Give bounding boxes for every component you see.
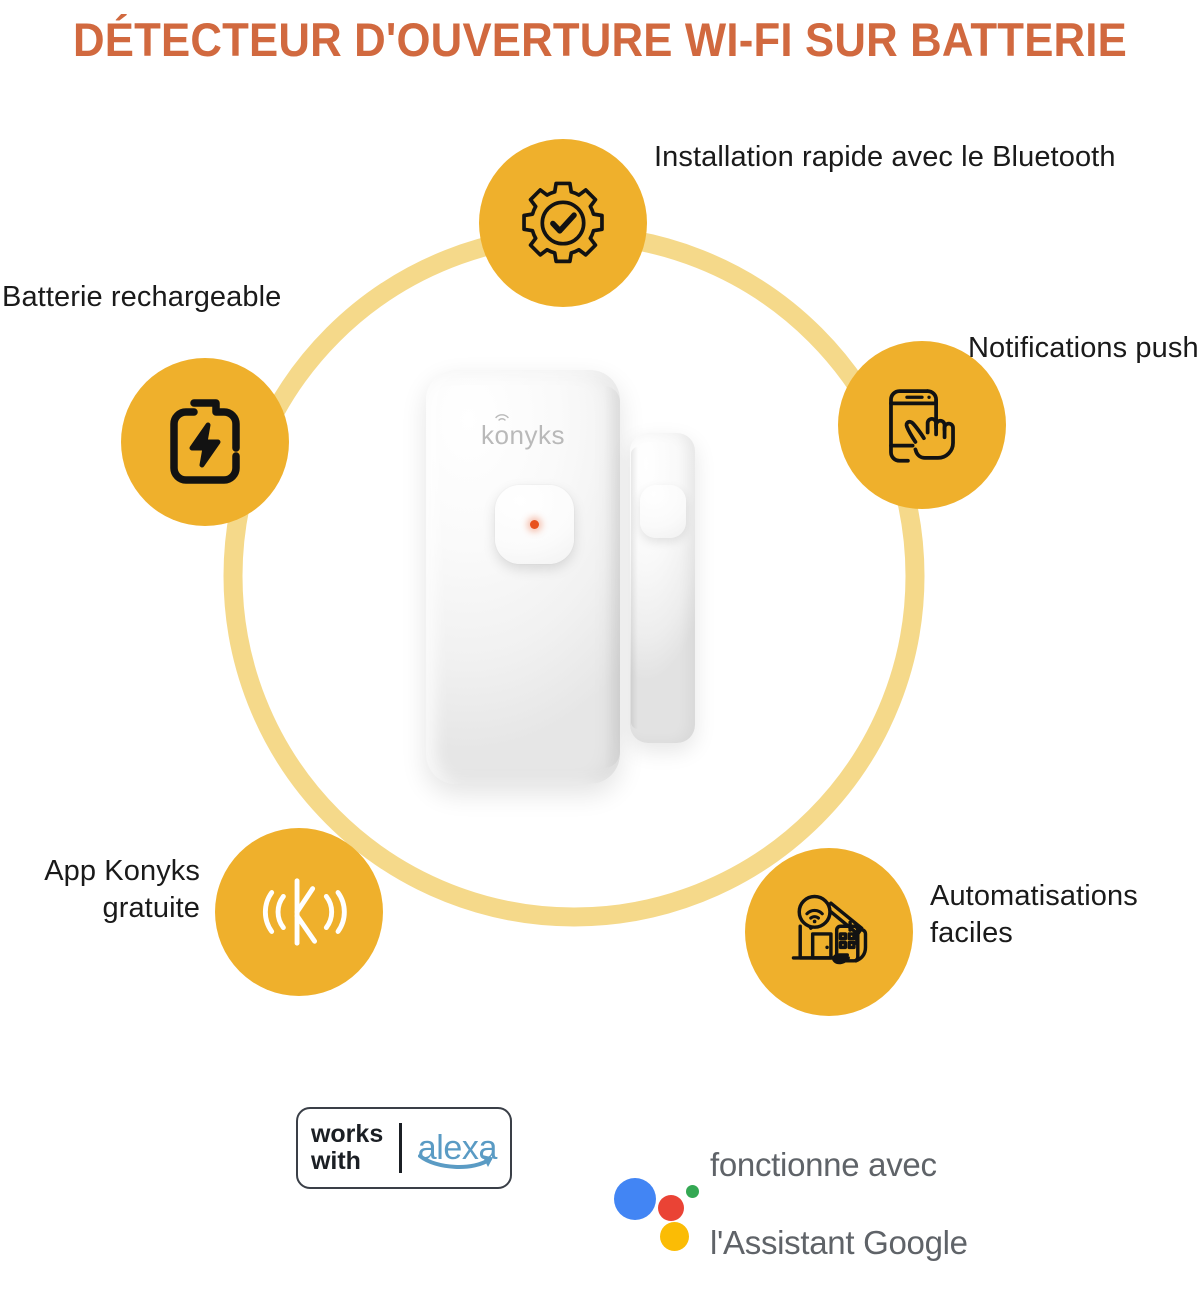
feature-icon-home xyxy=(745,848,913,1016)
feature-icon-push xyxy=(838,341,1006,509)
google-dot-yellow xyxy=(660,1221,689,1251)
brand-vowel: o xyxy=(494,420,510,450)
brand-o-with-wifi: o xyxy=(494,414,510,451)
works-with-google-badge: fonctionne avec l'Assistant Google xyxy=(612,1106,968,1301)
smart-home-icon xyxy=(781,884,877,980)
google-line1: fonctionne avec xyxy=(710,1146,937,1183)
feature-icon-battery xyxy=(121,358,289,526)
google-line2-prefix: l'Assistant xyxy=(710,1224,864,1261)
feature-label-push: Notifications push xyxy=(968,332,1199,364)
google-brand: Google xyxy=(863,1224,968,1261)
brand-k: k xyxy=(481,420,495,450)
google-assistant-icon xyxy=(612,1164,704,1251)
feature-label-bluetooth: Installation rapide avec le Bluetooth xyxy=(654,141,1116,173)
alexa-smile-icon xyxy=(417,1154,493,1169)
feature-label-home: Automatisations faciles xyxy=(930,880,1138,949)
sensor-button xyxy=(495,485,574,564)
alexa-logo: alexa xyxy=(402,1131,497,1169)
konyks-logo-icon xyxy=(250,873,348,951)
feature-label-app: App Konyks gratuite xyxy=(44,855,200,924)
page-title: DÉTECTEUR D'OUVERTURE WI-FI SUR BATTERIE xyxy=(73,13,1127,66)
sensor-magnet-strip xyxy=(630,433,695,743)
feature-label-battery: Batterie rechargeable xyxy=(2,281,282,313)
google-dot-red xyxy=(658,1194,684,1221)
works-with-alexa-badge: works with alexa xyxy=(296,1107,512,1189)
brand-rest: nyks xyxy=(509,420,565,450)
status-led xyxy=(530,520,539,529)
gear-check-icon xyxy=(517,177,609,269)
badge-divider xyxy=(399,1123,402,1173)
google-assistant-text: fonctionne avec l'Assistant Google xyxy=(704,1106,968,1301)
feature-icon-bluetooth xyxy=(479,139,647,307)
magnet-bump xyxy=(640,485,686,538)
works-with-text: works with xyxy=(310,1120,384,1175)
phone-touch-icon xyxy=(875,378,969,472)
google-line2: l'Assistant Google xyxy=(710,1223,968,1262)
battery-charging-icon xyxy=(165,394,245,490)
google-dot-green xyxy=(686,1184,699,1198)
google-dot-blue xyxy=(614,1177,656,1220)
feature-icon-app xyxy=(215,828,383,996)
